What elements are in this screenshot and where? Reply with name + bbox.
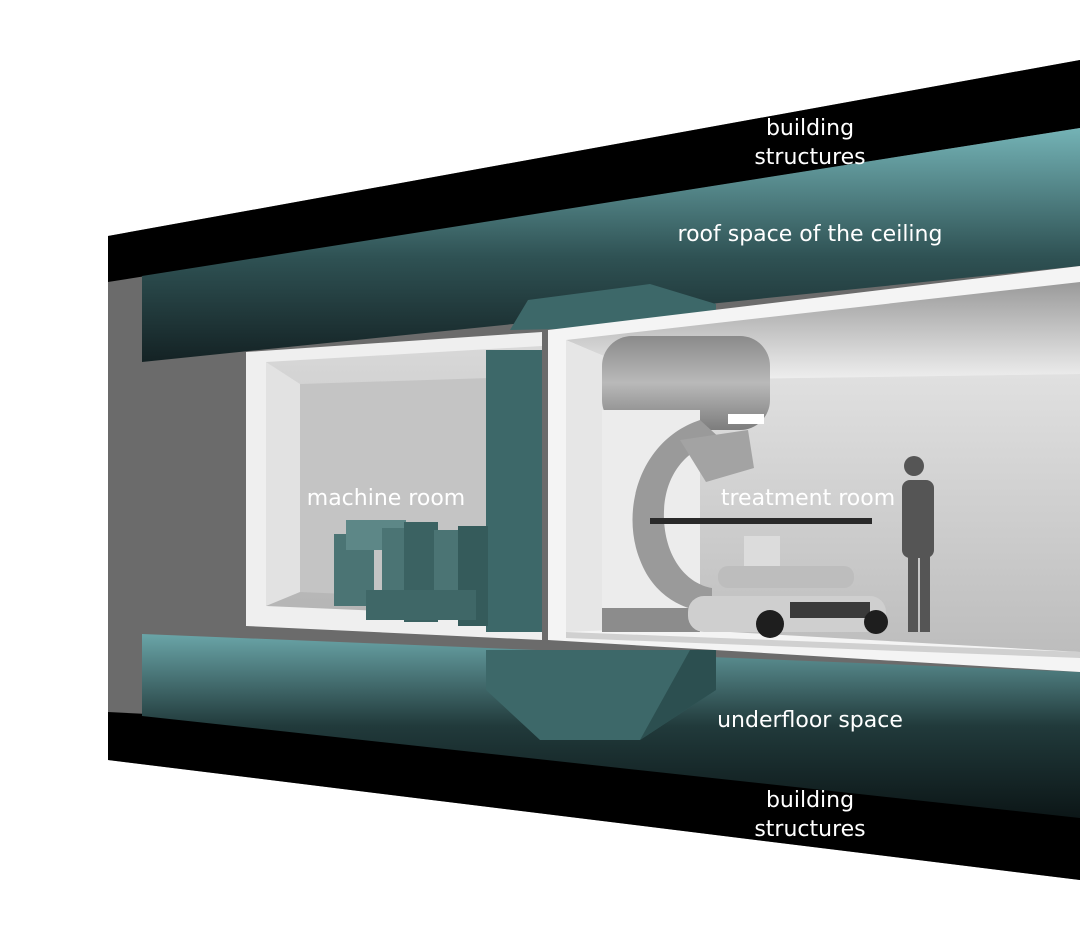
treatment-room-floor — [566, 632, 1080, 658]
roof-space-void — [142, 128, 1080, 362]
label-machine-room: machine room — [306, 486, 466, 511]
label-treatment-room: treatment room — [720, 486, 896, 511]
label-roof-space: roof space of the ceiling — [677, 222, 943, 247]
label-underfloor-space: underfloor space — [717, 708, 903, 733]
patient-couch — [650, 518, 888, 638]
label-building-structures-top: building structures — [754, 116, 866, 170]
top-building-slab — [108, 60, 1080, 282]
label-building-structures-bottom: building structures — [754, 788, 866, 842]
person-silhouette — [902, 456, 934, 632]
accelerator-machinery — [334, 520, 488, 626]
shield-wall — [486, 350, 542, 632]
